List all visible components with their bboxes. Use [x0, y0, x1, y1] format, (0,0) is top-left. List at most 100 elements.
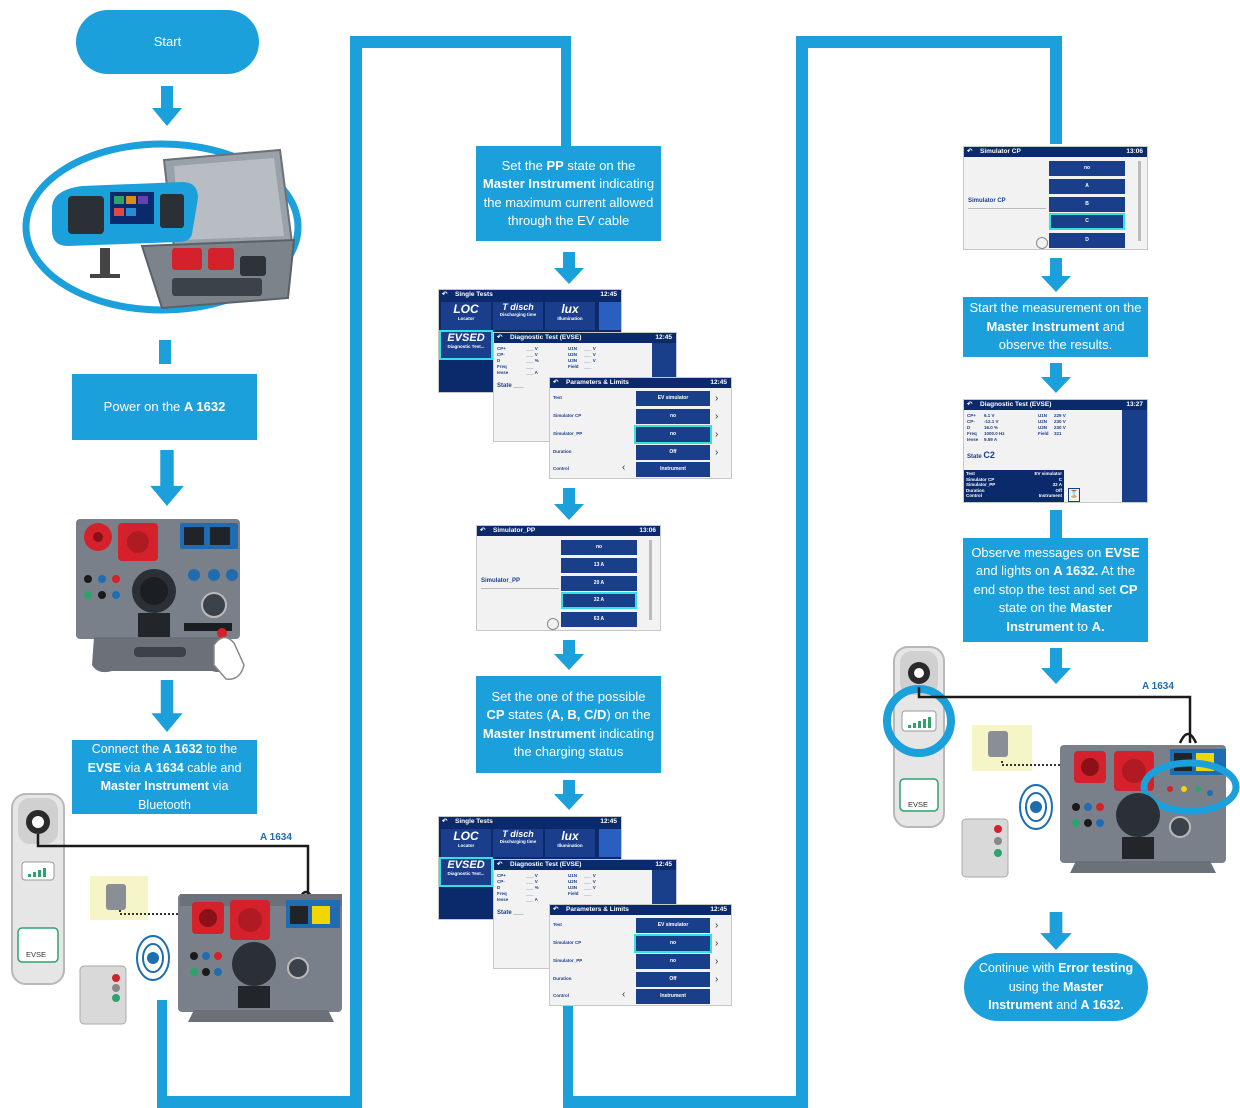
set-cp-text-3: ) on the: [606, 707, 651, 722]
arrow-down-9: [1041, 363, 1071, 393]
start-meas-text-2: and observe the results.: [998, 318, 1125, 353]
instrument-case-image: [22, 138, 302, 316]
sim-cp-option-d[interactable]: D: [1049, 233, 1125, 248]
param-test-value[interactable]: EV simulator: [636, 391, 710, 406]
arrow-down-7: [554, 780, 584, 810]
chevron-left-icon[interactable]: ‹: [622, 989, 626, 1000]
arrow-down-6: [554, 640, 584, 670]
tile-lux[interactable]: lux Illumination: [545, 302, 595, 330]
param-pp-value[interactable]: no: [634, 425, 712, 444]
chevron-right-icon[interactable]: ››››: [715, 393, 719, 458]
connector-col2-entry: [561, 36, 571, 146]
sim-cp-option-b[interactable]: B: [1049, 197, 1125, 212]
param-cp-value[interactable]: no: [634, 934, 712, 953]
connector-col2-bottom: [563, 1096, 808, 1108]
connect-bold-4: Master Instrument: [100, 779, 209, 793]
sim-cp-option-a[interactable]: A: [1049, 179, 1125, 194]
screen-time: 12:45: [655, 861, 672, 868]
screen-time: 13:06: [639, 527, 656, 534]
set-cp-step: Set the one of the possible CP states (A…: [476, 676, 661, 773]
continue-text-2: using the: [1008, 979, 1063, 994]
connector-col3-short: [1050, 510, 1062, 538]
back-icon: ↶: [497, 334, 503, 341]
arrow-down-3: [151, 680, 183, 732]
set-cp-bold-3: Master Instrument: [482, 725, 596, 741]
scrollbar[interactable]: [649, 540, 652, 620]
connect-bold-2: EVSE: [87, 760, 121, 775]
set-cp-text-1: Set the one of the possible: [491, 688, 646, 704]
observe-bold-1: EVSE: [1105, 544, 1140, 560]
param-test-value[interactable]: EV simulator: [636, 918, 710, 933]
tile-loc[interactable]: LOC Locator: [441, 302, 491, 330]
sim-pp-option-20a[interactable]: 20 A: [561, 576, 637, 591]
screen-time: 12:45: [600, 291, 617, 298]
param-control-value[interactable]: Instrument: [636, 989, 710, 1004]
connect-bold-1: A 1632: [162, 742, 203, 756]
tile-loc[interactable]: LOC Locator: [441, 829, 491, 857]
sim-pp-option-63a[interactable]: 63 A: [561, 612, 637, 627]
observe-bold-3: CP: [1119, 581, 1138, 597]
setup-scene-2: A 1634 EVSE: [880, 643, 1240, 898]
param-cp-value[interactable]: no: [636, 409, 710, 424]
screen-time: 12:45: [655, 334, 672, 341]
power-on-text: Power on the: [103, 398, 184, 414]
hourglass-icon: ⌛: [1068, 488, 1080, 502]
filter-icon[interactable]: [599, 302, 621, 330]
observe-bold-2: A 1632.: [1053, 563, 1099, 579]
connect-step: Connect the A 1632 to the EVSE via A 163…: [72, 740, 257, 814]
connector-col1-bottom: [157, 1096, 362, 1108]
tile-evsed[interactable]: EVSED Diagnostic Test...: [439, 857, 493, 887]
observe-text-2: and lights on: [975, 563, 1054, 579]
arrow-down-4: [554, 252, 584, 284]
back-icon: ↶: [480, 527, 486, 534]
screen-title: Parameters & Limits: [566, 906, 629, 913]
set-pp-text-2: state on the: [563, 157, 636, 173]
set-cp-text-4: indicating the charging status: [513, 725, 655, 760]
screen-title: Diagnostic Test (EVSE): [510, 334, 582, 341]
set-cp-bold-2: A, B, C/D: [550, 707, 607, 722]
observe-bold-5: A.: [1091, 618, 1105, 634]
screen-title: Single Tests: [455, 818, 493, 825]
cable-label-1: A 1634: [260, 832, 292, 843]
chevron-right-icon[interactable]: ››››: [715, 920, 719, 985]
sim-pp-option-32a[interactable]: 32 A: [561, 592, 637, 609]
sim-cp-label: Simulator CP: [968, 198, 1006, 204]
screen-title: Simulator CP: [980, 148, 1021, 155]
back-icon: ↶: [497, 861, 503, 868]
param-control-value[interactable]: Instrument: [636, 462, 710, 477]
sim-pp-option-13a[interactable]: 13 A: [561, 558, 637, 573]
tile-evsed[interactable]: EVSED Diagnostic Test...: [439, 330, 493, 360]
continue-bold-1: Error testing: [1058, 961, 1134, 976]
screen-time: 12:45: [600, 818, 617, 825]
observe-text-4: state on the: [998, 600, 1071, 616]
back-icon: ↶: [442, 291, 448, 298]
continue-text-1: Continue with: [978, 961, 1059, 976]
chevron-left-icon[interactable]: ‹: [622, 462, 626, 473]
power-on-step: Power on the A 1632: [72, 374, 257, 440]
tile-lux[interactable]: lux Illumination: [545, 829, 595, 857]
set-pp-bold-2: Master Instrument: [482, 176, 596, 191]
arrow-down-11: [1040, 912, 1072, 950]
connector-col3-entry: [1050, 36, 1062, 144]
screen-title: Single Tests: [455, 291, 493, 298]
connector-col2-to-col3-up: [796, 36, 808, 1108]
connect-text-1: Connect the: [91, 742, 163, 756]
sim-cp-option-no[interactable]: no: [1049, 161, 1125, 176]
tile-tdisch[interactable]: T disch Discharging time: [493, 829, 543, 857]
sim-cp-option-c[interactable]: C: [1049, 213, 1125, 230]
sim-pp-option-no[interactable]: no: [561, 540, 637, 555]
param-pp-value[interactable]: no: [636, 954, 710, 969]
scrollbar[interactable]: [1138, 161, 1141, 241]
tile-tdisch[interactable]: T disch Discharging time: [493, 302, 543, 330]
screen-time: 12:45: [710, 906, 727, 913]
param-duration-value[interactable]: Off: [636, 445, 710, 460]
filter-icon[interactable]: [599, 829, 621, 857]
param-duration-value[interactable]: Off: [636, 972, 710, 987]
observe-step: Observe messages on EVSE and lights on A…: [963, 538, 1148, 642]
connector-col1-to-col2-up: [350, 36, 362, 1108]
back-icon: ↶: [967, 401, 973, 408]
observe-text-3: At the end stop the test and set: [973, 563, 1136, 597]
